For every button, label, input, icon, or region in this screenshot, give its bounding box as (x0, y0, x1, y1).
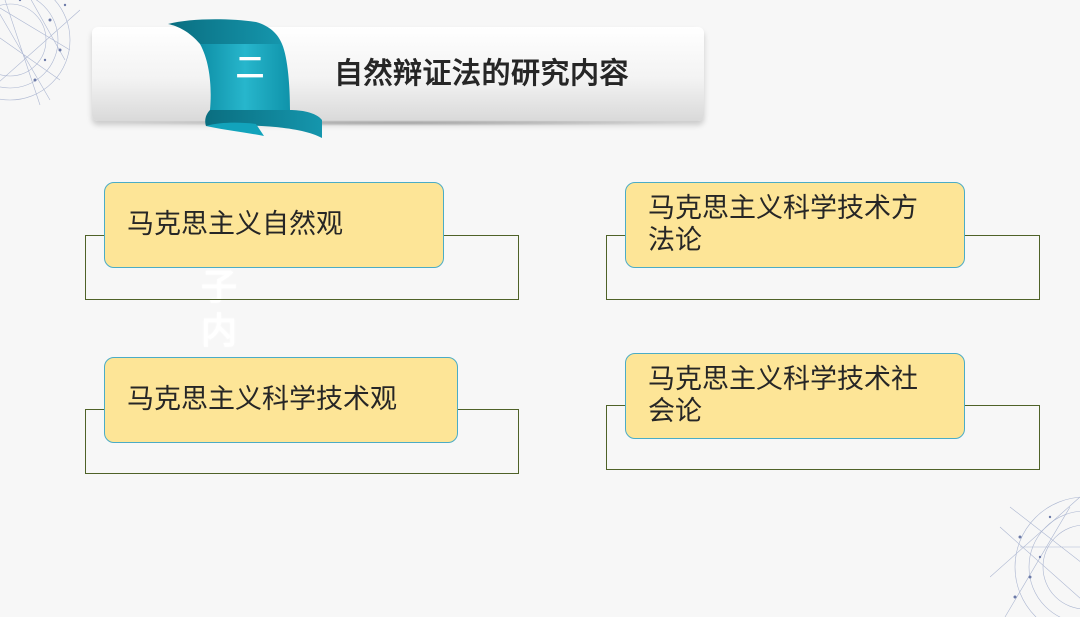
title-banner-shadow (108, 120, 698, 126)
card-methodology: 马克思主义科学技术方法论 (625, 182, 965, 268)
faded-text-1: 子 (201, 267, 238, 308)
network-globe-decoration-bottom-right (990, 496, 1080, 617)
card-natural-view: 马克思主义自然观 (104, 182, 444, 268)
network-globe-decoration-top-left (0, 0, 81, 106)
section-number: 二 (236, 51, 265, 84)
card-label: 马克思主义自然观 (127, 209, 343, 240)
card-label: 马克思主义科学技术观 (127, 384, 397, 415)
title-banner (92, 27, 704, 121)
section-title: 自然辩证法的研究内容 (334, 56, 630, 90)
faded-text-2: 内 (201, 311, 238, 352)
section-ribbon-icon (168, 19, 322, 138)
card-label: 马克思主义科学技术社会论 (648, 364, 918, 427)
card-sci-tech-view: 马克思主义科学技术观 (104, 357, 458, 443)
card-sci-tech-society: 马克思主义科学技术社会论 (625, 353, 965, 439)
card-label: 马克思主义科学技术方法论 (648, 193, 918, 256)
